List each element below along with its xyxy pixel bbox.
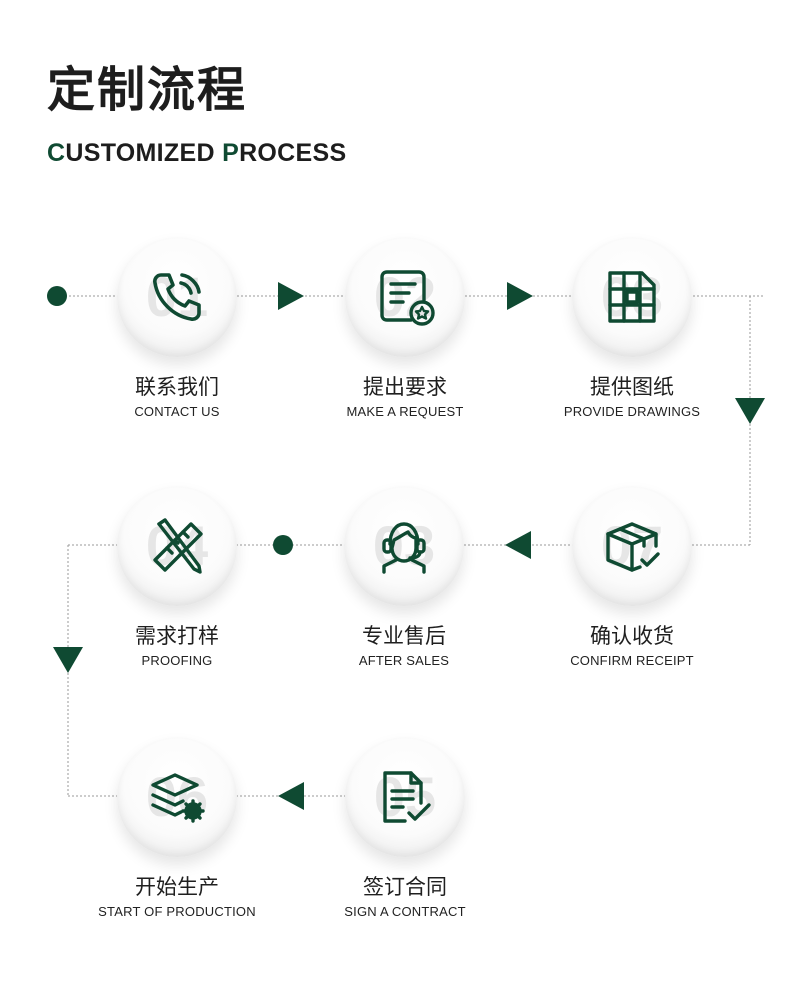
pencil-ruler-icon	[153, 518, 203, 574]
step-node-make-request: 02	[345, 237, 465, 357]
step-node-confirm-receipt: 07	[572, 486, 692, 606]
step-label-after-sales: 专业售后 AFTER SALES	[358, 624, 450, 668]
package-check-icon	[606, 522, 660, 572]
page-title: 定制流程	[47, 62, 248, 118]
step-node-proofing: 04	[117, 486, 237, 606]
step-label-contact-us: 联系我们 CONTACT US	[134, 375, 220, 419]
step-node-contact-us: 01	[117, 237, 237, 357]
step-node-sign-contract: 05	[345, 737, 465, 857]
step-node-after-sales: 03	[344, 486, 464, 606]
phone-call-icon	[153, 273, 201, 321]
step-label-confirm-receipt: 确认收货 CONFIRM RECEIPT	[570, 624, 694, 668]
step-label-start-production: 开始生产 START OF PRODUCTION	[98, 875, 256, 919]
start-dot	[47, 286, 67, 306]
step-label-sign-contract: 签订合同 SIGN A CONTRACT	[344, 875, 466, 919]
arrow-down-left	[53, 647, 83, 673]
headset-agent-icon	[382, 522, 426, 574]
step-node-start-production: 06	[117, 737, 237, 857]
step-label-provide-drawings: 提供图纸 PROVIDE DRAWINGS	[563, 375, 701, 419]
step-label-proofing: 需求打样 PROOFING	[135, 624, 219, 668]
page-subtitle: CUSTOMIZED PROCESS	[47, 139, 347, 167]
contract-check-icon	[383, 771, 431, 823]
arrow-left-2	[278, 782, 304, 810]
request-document-icon	[380, 270, 435, 326]
arrow-down-right	[735, 398, 765, 424]
layers-gear-icon	[151, 773, 205, 823]
arrow-left-1	[505, 531, 531, 559]
arrow-right-2	[507, 282, 533, 310]
end-dot	[273, 535, 293, 555]
step-node-provide-drawings: 03	[572, 237, 692, 357]
arrow-right-1	[278, 282, 304, 310]
step-label-make-request: 提出要求 MAKE A REQUEST	[346, 375, 464, 419]
blueprint-icon	[608, 271, 656, 323]
